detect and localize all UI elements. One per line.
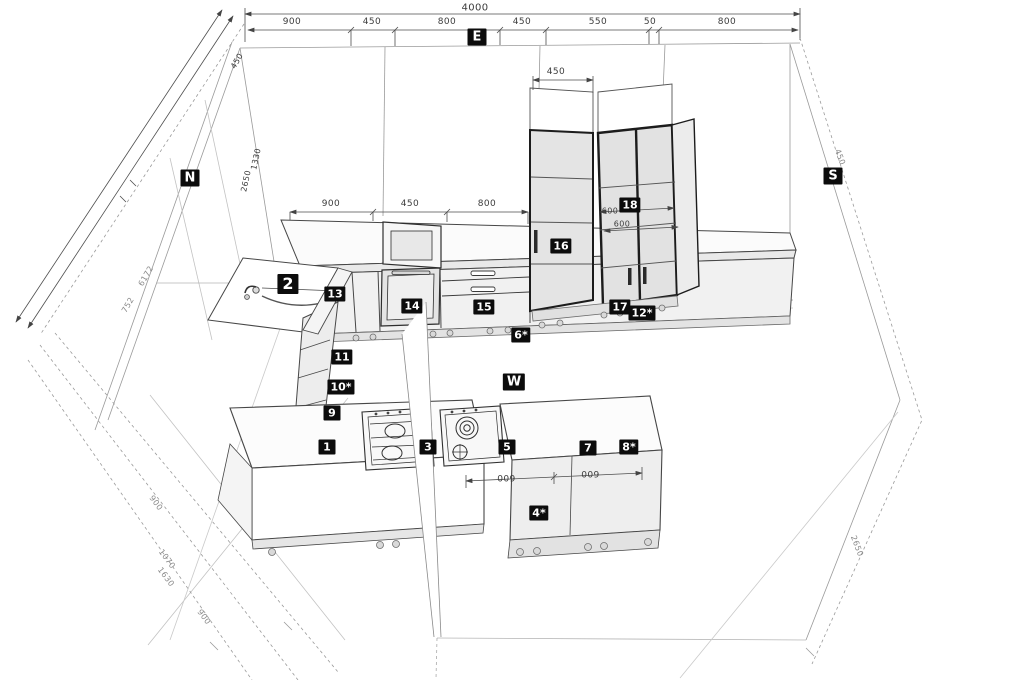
dim-east-seg-3: 800 [437,17,457,27]
item-badge-18[interactable]: 18 [619,197,641,213]
item-badge-4[interactable]: 4* [529,505,549,521]
dim-east-seg-4: 450 [512,17,532,27]
item-badge-8[interactable]: 8* [619,439,639,455]
dim-east-seg-5: 550 [588,17,608,27]
item-badge-16[interactable]: 16 [550,238,572,254]
item-badge-13[interactable]: 13 [324,286,346,302]
dim-east-seg-2: 450 [362,17,382,27]
dim-east-seg-7: 800 [717,17,737,27]
drawer-cabinet [441,270,530,297]
item-badge-12[interactable]: 12* [628,305,656,321]
item-badge-11[interactable]: 11 [331,349,353,365]
dim-counter-seg-1: 900 [321,199,341,209]
dim-east-seg-6: 50 [643,17,657,27]
compass-south-badge[interactable]: S [823,167,843,185]
dim-island-left: 600 [496,472,516,482]
dim-counter-seg-3: 800 [477,199,497,209]
dim-tall-top: 450 [546,67,566,77]
item-badge-3[interactable]: 3 [419,439,437,455]
item-badge-6[interactable]: 6* [511,327,531,343]
dim-island-right: 600 [580,468,600,478]
item-badge-7[interactable]: 7 [579,440,597,456]
cooktop-right-module [439,405,505,467]
room-walls [94,41,901,679]
compass-west-badge[interactable]: W [502,373,526,391]
dim-tall-depth-lower: 600 [613,219,631,229]
item-badge-2[interactable]: 2 [277,274,299,294]
extractor-duct-lines [401,301,442,680]
dim-counter-seg-2: 450 [400,199,420,209]
item-badge-17[interactable]: 17 [609,299,631,315]
item-badge-9[interactable]: 9 [323,405,341,421]
item-badge-15[interactable]: 15 [473,299,495,315]
compass-north-badge[interactable]: N [180,169,200,187]
item-badge-5[interactable]: 5 [498,439,516,455]
item-badge-14[interactable]: 14 [401,298,423,314]
dim-total-width: 4000 [461,2,489,14]
compass-east-badge[interactable]: E [467,28,487,46]
tall-cabinet-single [529,87,594,313]
item-badge-1[interactable]: 1 [318,439,336,455]
tall-cabinet-double [531,83,700,322]
dimension-lines [15,8,923,680]
item-badge-10[interactable]: 10* [327,379,355,395]
dim-tall-depth-upper: 600 [601,206,619,216]
dim-east-seg-1: 900 [282,17,302,27]
